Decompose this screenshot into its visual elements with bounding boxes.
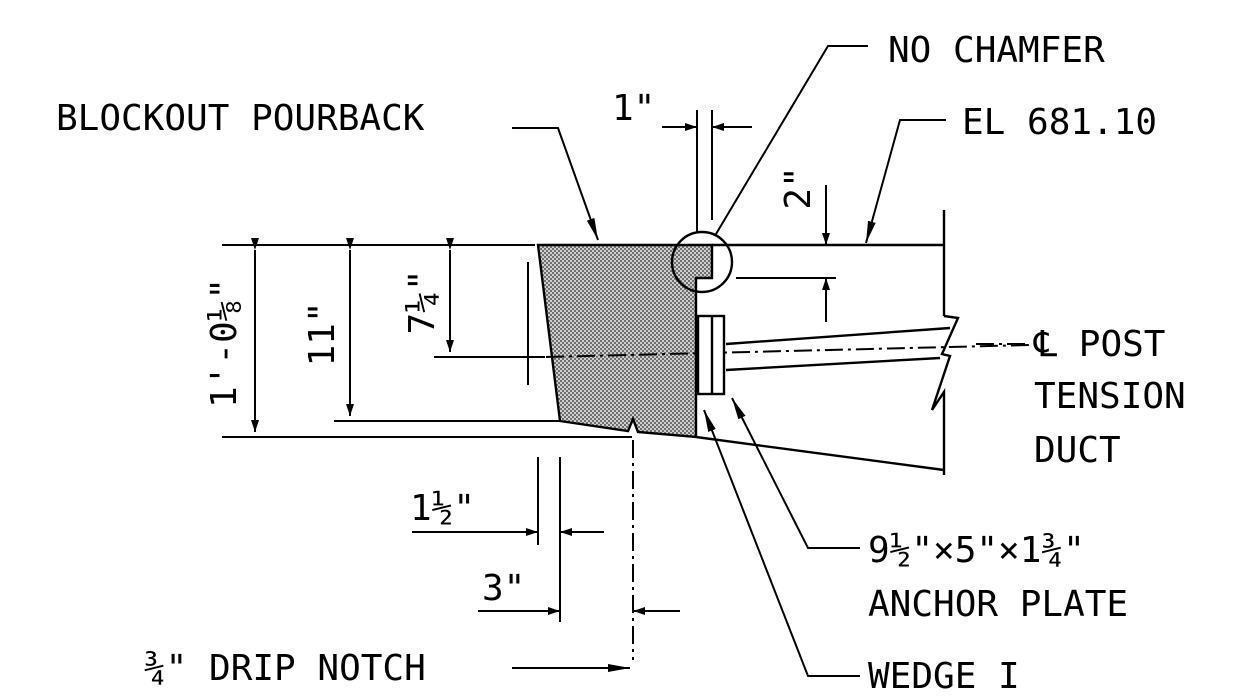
anchor-plate-leader	[731, 397, 860, 549]
blockout-pourback-label: BLOCKOUT POURBACK	[56, 98, 425, 139]
blockout-pourback-region	[536, 243, 714, 439]
dim-11-label: 11"	[302, 301, 343, 366]
anchor-plate-label-2: ANCHOR PLATE	[868, 584, 1128, 625]
dim-3in-label: 3"	[482, 568, 525, 609]
post-tension-label-3: DUCT	[1034, 430, 1121, 471]
duct-centerline	[545, 344, 1031, 358]
break-line	[930, 314, 960, 475]
duct-top-line	[725, 326, 951, 346]
dim-1in-label: 1"	[612, 88, 655, 129]
dim-total-label: 1'-0⅛"	[204, 278, 245, 408]
no-chamfer-label: NO CHAMFER	[888, 30, 1105, 71]
anchor-plate-label-1: 9½"×5"×1¾"	[868, 530, 1085, 571]
duct-bottom-line	[725, 356, 941, 372]
dim-2in-label: 2"	[778, 166, 819, 209]
wedge-label: WEDGE I	[868, 656, 1020, 697]
no-chamfer-leader	[715, 45, 868, 235]
post-tension-label-2: TENSION	[1034, 376, 1186, 417]
no-chamfer-circle	[670, 230, 734, 294]
girder-bottom-line	[695, 435, 945, 472]
dim-1half-label: 1½"	[410, 488, 475, 529]
elevation-leader	[865, 119, 946, 244]
blockout-leader	[512, 127, 599, 241]
drip-notch-label: ¾" DRIP NOTCH	[144, 648, 426, 689]
post-tension-label-1: ℄ POST	[1033, 324, 1165, 365]
wedge-leader	[703, 409, 860, 677]
elevation-label: EL 681.10	[962, 102, 1157, 143]
dim-7quarter-label: 7¼"	[402, 269, 443, 334]
